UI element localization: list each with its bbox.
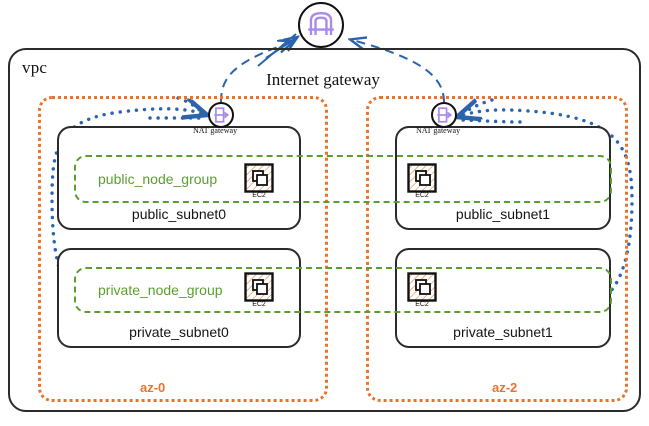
node-group-label: public_node_group	[98, 171, 218, 187]
ec2-instance-public-az2: EC2	[407, 163, 437, 199]
ec2-caption: EC2	[415, 192, 429, 199]
nat-gateway-label-az2: NAT gateway	[416, 126, 461, 135]
availability-zone-az-2	[366, 96, 628, 402]
ec2-instance-public-az0: EC2	[244, 163, 274, 199]
ec2-caption: EC2	[252, 301, 266, 308]
nat-gateway-icon-az2	[431, 102, 457, 128]
subnet-label: private_subnet0	[129, 324, 229, 340]
subnet-label: public_subnet1	[455, 206, 551, 222]
node-group-label: private_node_group	[98, 282, 223, 298]
subnet-label: public_subnet0	[131, 206, 227, 222]
az-2-label: az-2	[492, 380, 518, 395]
subnet-label: private_subnet1	[453, 324, 553, 340]
internet-gateway-label: Internet gateway	[266, 70, 380, 89]
ec2-instance-private-az2: EC2	[407, 272, 437, 308]
nat-gateway-label-az0: NAT gateway	[193, 126, 238, 135]
availability-zone-az-0	[38, 96, 328, 402]
node-group-private: private_node_group	[74, 267, 612, 313]
ec2-caption: EC2	[252, 192, 266, 199]
node-group-public: public_node_group	[74, 155, 612, 203]
vpc-boundary	[8, 48, 641, 412]
ec2-instance-private-az0: EC2	[244, 272, 274, 308]
nat-gateway-icon-az0	[208, 102, 234, 128]
az-0-label: az-0	[140, 380, 166, 395]
ec2-caption: EC2	[415, 301, 429, 308]
vpc-label: vpc	[22, 58, 48, 77]
internet-gateway-icon	[298, 2, 344, 48]
